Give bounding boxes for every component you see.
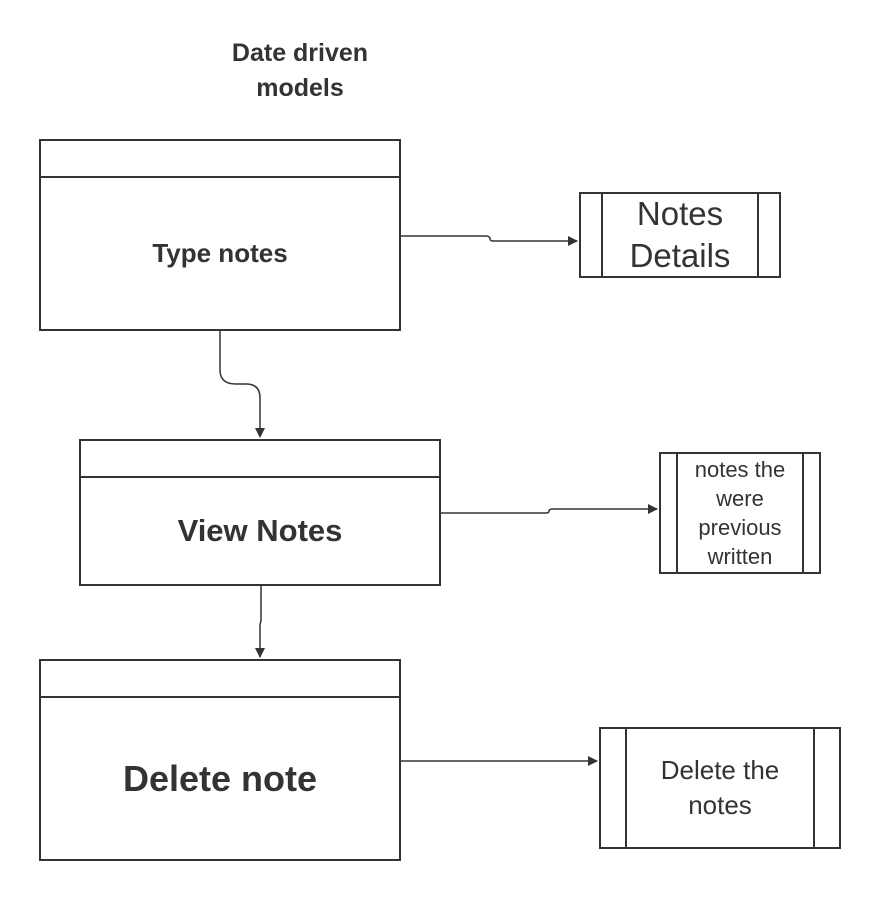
diagram-title-line-2: models [256, 74, 344, 102]
output-box-right-bar [813, 729, 815, 847]
output-box-left-bar [601, 194, 603, 276]
output-box-right-bar [757, 194, 759, 276]
output-label-delete-notes-line: notes [688, 790, 752, 820]
output-box-left-bar [625, 729, 627, 847]
connector-type-to-view [219, 331, 265, 438]
output-label-previous-notes-line: were [716, 486, 764, 511]
output-label-previous-notes-line: written [707, 544, 773, 569]
connector-view-to-delete [255, 586, 265, 658]
process-label-type-notes: Type notes [152, 238, 288, 268]
output-label-delete-notes-line: Delete the [660, 755, 780, 785]
process-box-header [41, 661, 399, 698]
output-label-notes-details-line: Notes [636, 195, 724, 232]
output-label-previous-notes-line: notes the [694, 457, 786, 482]
process-label-view-notes: View Notes [177, 513, 343, 548]
output-box-left-bar [676, 454, 678, 572]
process-label-delete-note: Delete note [122, 757, 318, 799]
output-label-notes-details-line: Details [629, 237, 731, 274]
output-box-previous-notes: notes the were previous written [659, 452, 821, 574]
output-box-delete-the-notes: Delete the notes [599, 727, 841, 849]
process-box-header [41, 141, 399, 178]
process-box-delete-note: Delete note [39, 659, 401, 861]
diagram-title: Date driven models [150, 36, 450, 106]
connector-view-to-previous [441, 504, 658, 514]
process-box-view-notes: View Notes [79, 439, 441, 586]
process-box-header [81, 441, 439, 478]
output-box-notes-details: Notes Details [579, 192, 781, 278]
process-box-type-notes: Type notes [39, 139, 401, 331]
diagram-title-line-1: Date driven [231, 39, 369, 67]
connector-type-to-details [401, 235, 578, 246]
output-label-previous-notes-line: previous [698, 515, 782, 540]
output-box-right-bar [802, 454, 804, 572]
